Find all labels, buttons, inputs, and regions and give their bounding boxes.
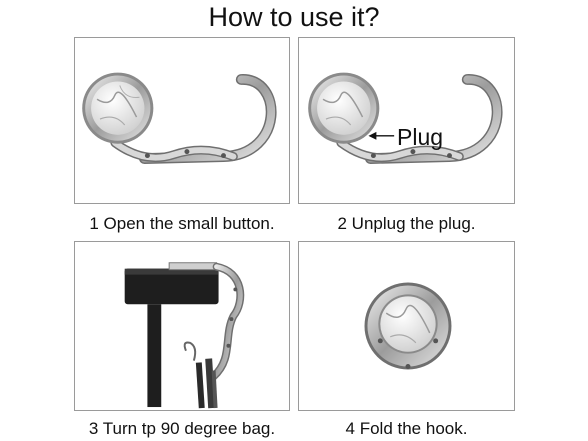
step-3-caption: 3 Turn tp 90 degree bag.	[88, 419, 276, 438]
step-1-caption: 1 Open the small button.	[89, 214, 275, 233]
open-hook-illustration	[82, 72, 277, 164]
step-3-panel	[74, 241, 290, 411]
step-4-caption: 4 Fold the hook.	[345, 419, 468, 438]
plug-callout-label: Plug	[397, 124, 444, 150]
step-1-panel	[74, 37, 290, 204]
page-title: How to use it?	[208, 2, 380, 32]
hanging-bag-illustration	[124, 262, 245, 409]
step-2-panel: Plug	[298, 37, 515, 204]
step-4-panel	[298, 241, 515, 411]
folded-hook-illustration	[364, 282, 452, 370]
unplug-illustration	[308, 72, 503, 164]
step-2-caption: 2 Unplug the plug.	[337, 214, 476, 233]
